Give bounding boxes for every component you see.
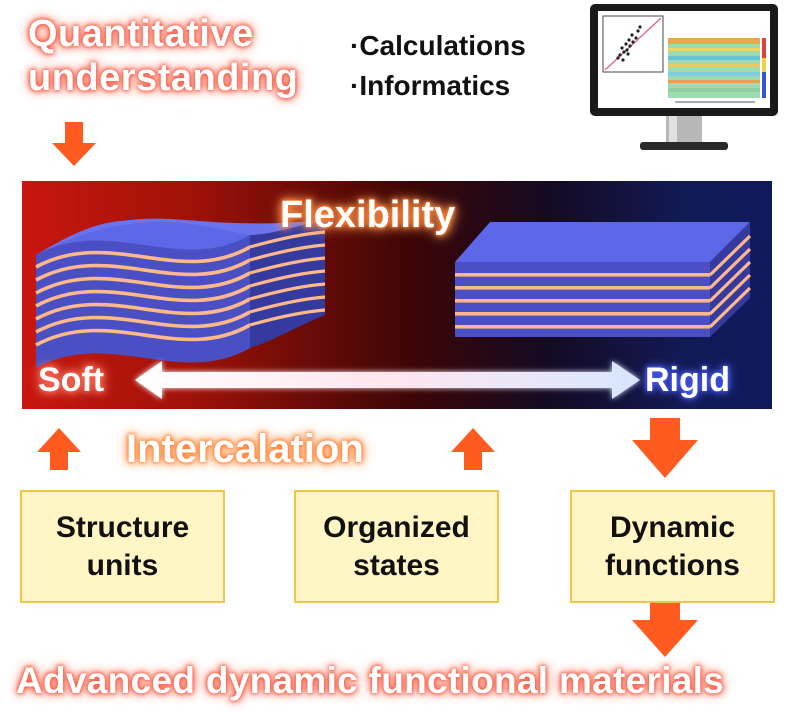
soft-rigid-double-arrow (135, 361, 640, 399)
box-line: Dynamic (609, 510, 736, 544)
structure-units-box: Structure units (20, 490, 225, 603)
title-line1: Quantitative (28, 13, 254, 55)
rigid-layer-stack (455, 222, 752, 337)
box-line: units (86, 548, 159, 582)
down-arrow-materials (632, 598, 698, 657)
intercalation-label: Intercalation (126, 427, 364, 471)
methods-list: ·Calculations ·Informatics (350, 26, 526, 106)
down-arrow-dynamic (632, 418, 698, 478)
bullet-calculations: ·Calculations (350, 30, 526, 61)
organized-states-box: Organized states (294, 490, 499, 603)
quantitative-understanding-title: Quantitative understanding (28, 12, 298, 100)
box-line: Structure (55, 510, 190, 544)
soft-layer-stack (35, 218, 326, 368)
box-line: Organized (323, 510, 470, 544)
soft-label: Soft (38, 361, 105, 399)
rigid-label: Rigid (645, 361, 730, 399)
dynamic-functions-box: Dynamic functions (570, 490, 775, 603)
down-arrow-1 (52, 122, 96, 166)
monitor-icon (590, 4, 778, 150)
box-line: functions (605, 548, 740, 582)
up-arrow-organized (451, 428, 495, 470)
box-line: states (353, 548, 440, 582)
flexibility-title: Flexibility (280, 194, 456, 236)
up-arrow-structure (37, 428, 81, 470)
bullet-informatics: ·Informatics (350, 70, 511, 101)
advanced-materials-title: Advanced dynamic functional materials (16, 660, 725, 701)
title-line2: understanding (28, 57, 299, 99)
